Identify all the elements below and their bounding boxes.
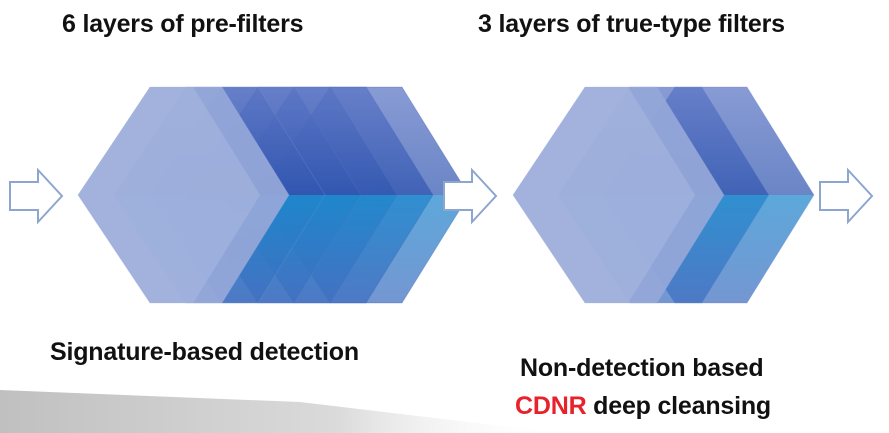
truetype-filter-stack (512, 86, 815, 304)
middle-arrow-icon (443, 167, 498, 225)
cdnr-highlight: CDNR (515, 392, 587, 420)
cdnr-rest: deep cleansing (586, 392, 771, 420)
cdnr-caption: CDNR deep cleansing (515, 392, 771, 421)
prefilters-heading: 6 layers of pre-filters (62, 10, 304, 38)
input-arrow-icon (9, 167, 64, 225)
filter-layer-front (513, 87, 696, 303)
output-arrow-icon (819, 167, 874, 225)
nondetection-caption: Non-detection based (520, 354, 764, 382)
prefilter-stack (77, 86, 470, 304)
signature-caption: Signature-based detection (50, 338, 359, 366)
floor-shape (0, 390, 560, 433)
truetype-heading: 3 layers of true-type filters (478, 10, 785, 38)
filter-layer-front (78, 87, 261, 303)
